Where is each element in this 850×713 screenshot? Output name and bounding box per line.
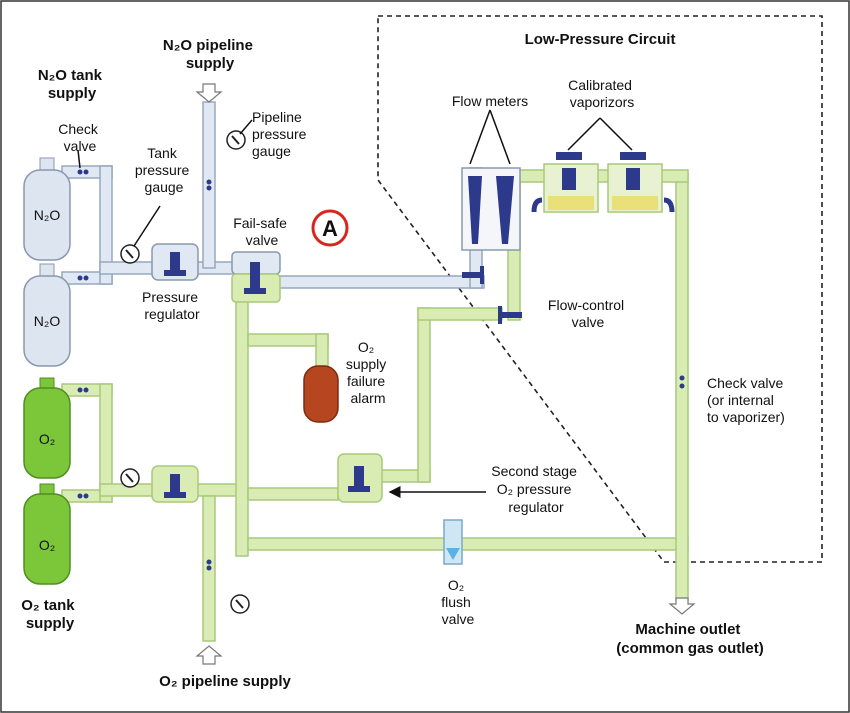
o2-cylinder-bottom [23,483,71,585]
o2-flush-valve-line-1: O₂ [448,577,464,593]
check-valve-top-line-1: Check [58,121,99,137]
check-valve-right-line-3: to vaporizer) [707,409,785,425]
fail-safe-valve-label: Fail-safe valve [233,215,291,248]
o2-tank-supply-label: O₂ tank supply [21,597,79,632]
low-pressure-circuit-label: Low-Pressure Circuit [525,31,676,48]
o2-pressure-regulator [151,465,199,503]
o2-tank-supply-line-2: supply [26,615,75,632]
machine-outlet-arrow-icon [668,597,696,615]
tank-pressure-gauge-line-1: Tank [147,145,178,161]
calibrated-vaporizors-label: Calibrated vaporizors [568,77,636,110]
n2o-tank-supply-label: N₂O tank supply [38,67,106,102]
pointer-lines [77,109,633,498]
flow-control-valve-label: Flow-control valve [548,297,628,330]
pressure-regulator-line-2: regulator [144,306,200,322]
o2-failure-alarm-line-4: alarm [350,390,385,406]
second-stage-line-1: Second stage [491,463,577,479]
o2-pipeline-gauge-icon [230,594,250,614]
fail-safe-valve-line-2: valve [246,232,279,248]
check-valve-top-label: Check valve [58,121,102,154]
vaporizer-2 [607,152,675,213]
pipeline-pressure-gauge-icon [226,130,246,150]
calibrated-vaporizors-line-2: vaporizors [570,94,635,110]
n2o-pipeline-supply-line-1: N₂O pipeline [163,37,253,54]
fail-safe-valve [231,251,281,303]
flow-control-valves [462,266,522,324]
tank-pressure-gauge-icon [120,244,140,264]
n2o-tank-supply-line-2: supply [48,85,97,102]
machine-outlet-label: Machine outlet (common gas outlet) [616,621,764,657]
check-valve-right-label: Check valve (or internal to vaporizer) [707,375,787,425]
pipeline-pressure-gauge-line-1: Pipeline [252,109,302,125]
o2-tank-gauge-icon [120,468,140,488]
o2-failure-alarm-line-3: failure [347,373,385,389]
o2-flush-valve-icon [443,519,463,565]
n2o-pipeline-arrow-icon [195,83,223,103]
pipeline-pressure-gauge-label: Pipeline pressure gauge [252,109,310,159]
o2-flush-valve-line-3: valve [442,611,475,627]
cylinder-label-n2o-top: N₂O [34,207,61,223]
calibrated-vaporizors-line-1: Calibrated [568,77,632,93]
pipeline-pressure-gauge-line-3: gauge [252,143,291,159]
second-stage-line-2: O₂ pressure [497,481,572,497]
n2o-pressure-regulator [151,243,199,281]
machine-outlet-line-2: (common gas outlet) [616,640,764,657]
vaporizer-1 [531,152,599,213]
o2-tank-supply-line-1: O₂ tank [21,597,75,614]
flow-control-valve-line-1: Flow-control [548,297,624,313]
n2o-tank-supply-line-1: N₂O tank [38,67,103,84]
marker-a-label: A [322,216,338,241]
o2-failure-alarm-line-2: supply [346,356,386,372]
n2o-cylinder-top [23,157,71,261]
o2-failure-alarm-label: O₂ supply failure alarm [346,339,390,406]
cylinder-label-o2-bottom: O₂ [39,537,55,553]
o2-failure-alarm-icon [303,365,339,423]
n2o-pipeline-supply-line-2: supply [186,55,235,72]
o2-pipeline-supply-label: O₂ pipeline supply [159,673,291,690]
flow-meters-label: Flow meters [452,93,528,109]
o2-flush-valve-label: O₂ flush valve [441,577,474,627]
marker-a: A [311,209,349,247]
n2o-pipeline-supply-label: N₂O pipeline supply [163,37,257,72]
o2-failure-alarm-line-1: O₂ [358,339,374,355]
tank-pressure-gauge-line-3: gauge [145,179,184,195]
pipeline-pressure-gauge-line-2: pressure [252,126,307,142]
second-stage-line-3: regulator [508,499,564,515]
pressure-regulator-line-1: Pressure [142,289,198,305]
check-valve-right-line-2: (or internal [707,392,774,408]
o2-flush-valve-line-2: flush [441,594,471,610]
n2o-cylinder-bottom [23,263,71,367]
tank-pressure-gauge-label: Tank pressure gauge [135,145,193,195]
cylinder-check-valves [77,169,685,571]
machine-outlet-line-1: Machine outlet [635,621,740,638]
pressure-regulator-label: Pressure regulator [142,289,202,322]
fail-safe-valve-line-1: Fail-safe [233,215,287,231]
second-stage-regulator [337,453,383,503]
cylinder-label-o2-top: O₂ [39,431,55,447]
o2-pipeline-arrow-icon [195,645,223,665]
o2-cylinder-top [23,377,71,479]
low-pressure-boundary [377,15,823,563]
cylinder-label-n2o-bottom: N₂O [34,313,61,329]
flow-control-valve-line-2: valve [572,314,605,330]
check-valve-right-line-1: Check valve [707,375,783,391]
second-stage-label: Second stage O₂ pressure regulator [491,463,581,515]
tank-pressure-gauge-line-2: pressure [135,162,190,178]
flow-meters-icon [461,167,521,251]
check-valve-top-line-2: valve [64,138,97,154]
